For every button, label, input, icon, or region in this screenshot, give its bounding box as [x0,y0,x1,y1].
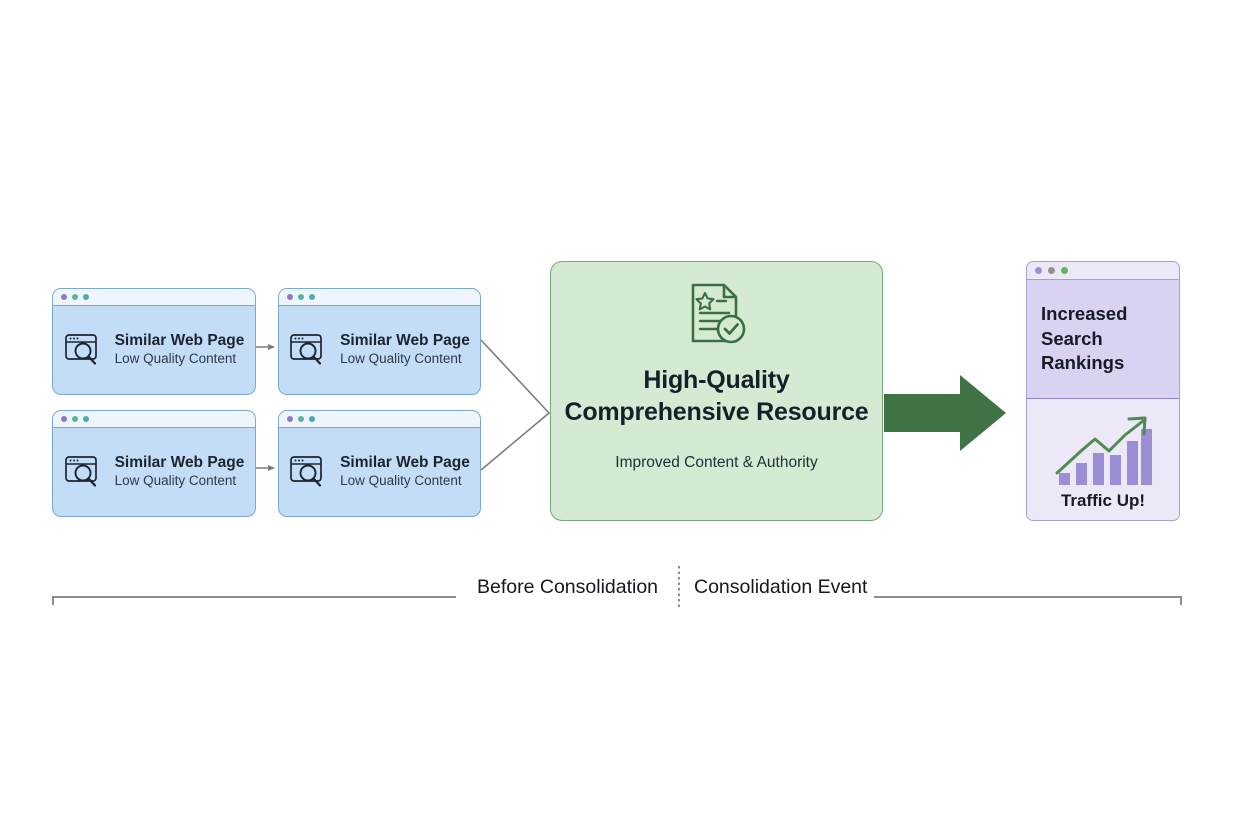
browser-search-icon [64,454,102,490]
page-card-3[interactable]: Similar Web Page Low Quality Content [52,410,256,517]
phase-dotted-separator [678,566,680,607]
page-card-2[interactable]: Similar Web Page Low Quality Content [278,288,481,395]
phase-label-before: Before Consolidation [477,576,659,598]
titlebar-dot-green [72,416,78,422]
phase-rule-left [52,596,456,598]
result-panel-upper: Increased Search Rankings [1027,280,1179,399]
page-card-2-body: Similar Web Page Low Quality Content [279,306,480,394]
page-card-1-body: Similar Web Page Low Quality Content [53,306,255,394]
page-card-4-text: Similar Web Page Low Quality Content [340,454,470,489]
titlebar-dot-green [298,294,304,300]
titlebar-dot-purple [1035,267,1042,274]
titlebar-dot-gray [1048,267,1055,274]
result-panel[interactable]: Increased Search Rankings Traffic Up! [1026,261,1180,521]
titlebar-dot-purple [61,294,67,300]
page-card-3-body: Similar Web Page Low Quality Content [53,428,255,516]
titlebar-dot-purple [287,294,293,300]
titlebar-dot-purple [61,416,67,422]
result-panel-lower: Traffic Up! [1027,400,1179,520]
phase-label-event: Consolidation Event [694,576,868,598]
page-card-4-subtitle: Low Quality Content [340,473,462,489]
titlebar-dot-green [72,294,78,300]
consolidated-title: High-Quality Comprehensive Resource [564,366,869,426]
titlebar-dot-teal [309,294,315,300]
titlebar-dot-purple [287,416,293,422]
titlebar-dot-teal [83,294,89,300]
page-card-4-body: Similar Web Page Low Quality Content [279,428,480,516]
traffic-up-label: Traffic Up! [1060,491,1146,510]
page-card-3-subtitle: Low Quality Content [114,473,237,489]
page-card-3-text: Similar Web Page Low Quality Content [115,454,245,489]
page-card-3-titlebar [53,411,255,428]
phase-axis: Before Consolidation Consolidation Event [0,571,1248,607]
page-card-1-subtitle: Low Quality Content [114,351,237,367]
phase-rule-left-cap [52,596,54,605]
page-card-1-titlebar [53,289,255,306]
result-panel-titlebar [1027,262,1179,280]
consolidated-resource-box[interactable]: High-Quality Comprehensive Resource Impr… [550,261,883,521]
green-result-arrow [884,375,1006,451]
titlebar-dot-teal [83,416,89,422]
connector-pages-to-resource [480,339,551,471]
page-card-4[interactable]: Similar Web Page Low Quality Content [278,410,481,517]
page-card-1-text: Similar Web Page Low Quality Content [115,332,245,367]
page-card-4-titlebar [279,411,480,428]
page-card-1[interactable]: Similar Web Page Low Quality Content [52,288,256,395]
document-star-check-icon [686,281,748,349]
browser-search-icon [289,332,327,368]
titlebar-dot-teal [309,416,315,422]
page-card-2-title: Similar Web Page [340,332,470,350]
browser-search-icon [289,454,327,490]
browser-search-icon [64,332,102,368]
consolidated-subtitle: Improved Content & Authority [615,454,818,471]
phase-rule-right [874,596,1182,598]
page-card-1-title: Similar Web Page [114,332,245,350]
phase-rule-right-cap [1180,596,1182,605]
page-card-2-titlebar [279,289,480,306]
result-heading: Increased Search Rankings [1041,303,1128,374]
page-card-3-title: Similar Web Page [114,454,245,472]
titlebar-dot-green [1061,267,1068,274]
titlebar-dot-green [298,416,304,422]
page-card-4-title: Similar Web Page [340,454,470,472]
page-card-2-subtitle: Low Quality Content [340,351,462,367]
bar-chart-trend-up-icon [1051,413,1155,487]
page-card-2-text: Similar Web Page Low Quality Content [340,332,470,367]
